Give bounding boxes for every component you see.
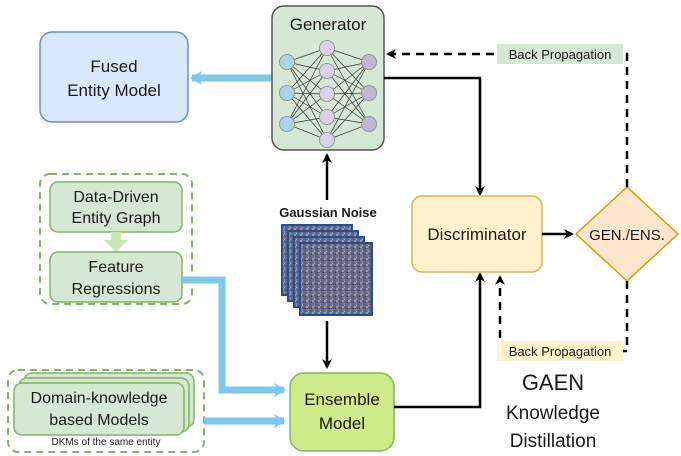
- data-driven-group: [39, 173, 193, 305]
- graph-to-feature-arrow: [104, 232, 128, 252]
- title-line-2: Knowledge: [506, 403, 600, 424]
- arrow-feature-to-ensemble: [182, 276, 286, 397]
- back-propagation-top-label: Back Propagation: [509, 47, 612, 62]
- arrow-generator-to-discriminator: [384, 76, 485, 196]
- title-line-1: GAEN: [522, 370, 584, 395]
- dkm-label-2: based Models: [49, 412, 149, 429]
- ensemble-model-box: Ensemble Model: [289, 372, 395, 452]
- ensemble-label-1: Ensemble: [304, 390, 380, 409]
- gaussian-noise-label: Gaussian Noise: [279, 205, 377, 220]
- dkm-caption: DKMs of the same entity: [52, 437, 161, 448]
- entity-graph-label-1: Data-Driven: [73, 189, 158, 206]
- feature-regressions-box: Feature Regressions: [49, 251, 183, 303]
- fused-label-2: Entity Model: [67, 81, 161, 100]
- dkm-group: [7, 369, 205, 453]
- fused-label-1: Fused: [90, 57, 137, 76]
- arrow-ensemble-to-discriminator: [394, 272, 485, 409]
- discriminator-box: Discriminator: [411, 195, 543, 273]
- discriminator-label: Discriminator: [427, 225, 527, 244]
- entity-graph-box: Data-Driven Entity Graph: [49, 181, 183, 233]
- back-prop-top-bg: [497, 44, 623, 64]
- dkm-stack: Domain-knowledge based Models: [13, 372, 195, 436]
- back-propagation-bottom-label: Back Propagation: [509, 344, 612, 359]
- generator-label: Generator: [290, 15, 367, 34]
- fused-entity-model-box: Fused Entity Model: [39, 31, 189, 123]
- gaen-title: GAEN Knowledge Distillation: [506, 370, 600, 452]
- decision-label: GEN./ENS.: [589, 227, 665, 244]
- ensemble-label-2: Model: [319, 414, 365, 433]
- title-line-3: Distillation: [510, 431, 597, 452]
- feature-regressions-label-2: Regressions: [72, 281, 161, 298]
- entity-graph-label-2: Entity Graph: [72, 210, 161, 227]
- back-propagation-bottom-arrow: [495, 275, 629, 353]
- dkm-label-1: Domain-knowledge: [31, 390, 168, 407]
- back-propagation-top-arrow: [386, 49, 629, 187]
- gaussian-noise-image: [281, 224, 373, 316]
- gen-ens-decision: GEN./ENS.: [574, 185, 680, 283]
- generator-box: Generator: [271, 5, 385, 151]
- back-prop-bottom-bg: [497, 341, 623, 361]
- feature-regressions-label-1: Feature: [88, 259, 143, 276]
